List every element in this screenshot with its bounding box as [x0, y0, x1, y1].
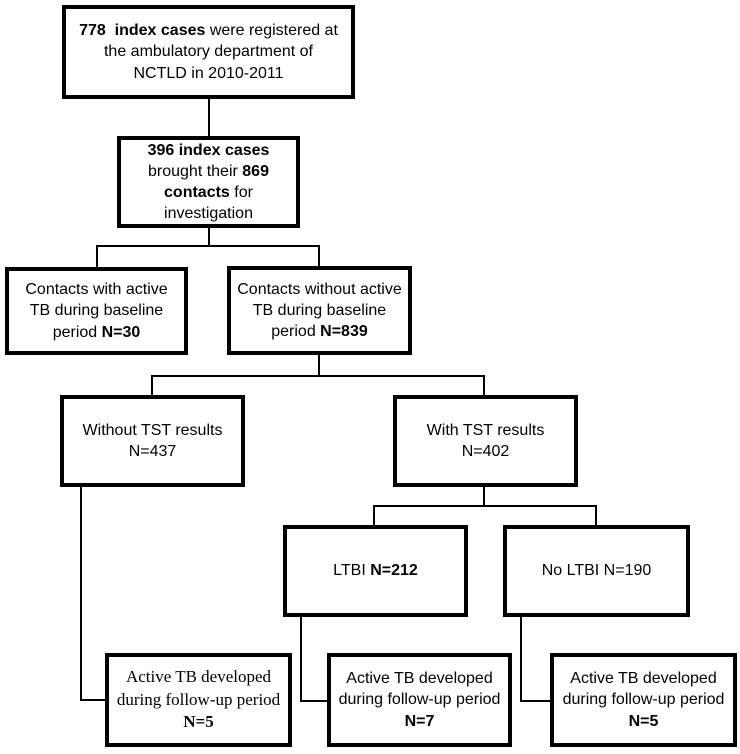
- box-ltbi: LTBI N=212: [283, 525, 468, 617]
- box-followup-without-tst: Active TB developed during follow-up per…: [105, 653, 292, 747]
- connector-without-active-stem: [318, 355, 320, 375]
- box-text-line: N=402: [461, 443, 510, 460]
- box-no-ltbi: No LTBI N=190: [503, 525, 690, 617]
- connector-registered-to-brought: [208, 99, 210, 136]
- connector-to-ltbi: [373, 505, 375, 525]
- box-contacts-without-active-tb: Contacts without active TB during baseli…: [227, 266, 412, 355]
- box-text-line: N=5: [628, 712, 659, 730]
- box-text-line: N=5: [183, 712, 214, 732]
- connector-level4-crossbar: [151, 375, 485, 377]
- connector-with-tst-stem: [483, 487, 485, 505]
- connector-ltbi-drop: [300, 617, 302, 702]
- box-without-tst-results: Without TST results N=437: [60, 395, 245, 487]
- box-text-line: during follow-up period: [562, 691, 725, 709]
- connector-no-ltbi-elbow: [520, 700, 550, 702]
- box-text-line: period N=839: [271, 323, 368, 341]
- box-text-line: LTBI N=212: [333, 562, 418, 580]
- box-text-line: N=437: [128, 443, 177, 460]
- box-text-line: the ambulatory department of: [103, 43, 313, 61]
- box-text-line: investigation: [164, 205, 253, 223]
- connector-to-with-active-tb: [96, 245, 98, 267]
- box-text-line: during follow-up period: [116, 689, 281, 709]
- box-followup-ltbi: Active TB developed during follow-up per…: [327, 653, 512, 747]
- box-text-line: Without TST results: [82, 421, 223, 439]
- box-registered-index-cases: 778 index cases were registered at the a…: [62, 5, 355, 99]
- box-text-line: TB during baseline: [252, 301, 387, 319]
- box-with-tst-results: With TST results N=402: [393, 395, 578, 487]
- box-brought-contacts: 396 index cases brought their 869 contac…: [117, 136, 300, 228]
- box-text-line: Active TB developed: [570, 670, 717, 688]
- connector-level5-crossbar: [373, 505, 597, 507]
- box-contacts-with-active-tb: Contacts with active TB during baseline …: [5, 267, 188, 355]
- box-text-line: 396 index cases: [147, 141, 270, 159]
- box-text-line: Active TB developed: [346, 670, 493, 688]
- box-text-line: during follow-up period: [338, 691, 501, 709]
- connector-level3-crossbar: [96, 245, 320, 247]
- connector-no-ltbi-drop: [520, 617, 522, 702]
- box-text-line: NCTLD in 2010-2011: [133, 64, 284, 82]
- box-text-line: With TST results: [426, 421, 545, 439]
- box-text-line: Contacts with active: [25, 281, 168, 299]
- connector-brought-stem: [208, 228, 210, 247]
- connector-to-no-ltbi: [595, 505, 597, 525]
- connector-to-without-active-tb: [318, 245, 320, 266]
- box-text-line: brought their 869: [148, 162, 269, 180]
- connector-without-tst-elbow: [80, 699, 105, 701]
- connector-ltbi-elbow: [300, 700, 327, 702]
- box-text-line: period N=30: [52, 323, 141, 341]
- connector-to-with-tst: [483, 375, 485, 395]
- box-text-line: N=7: [404, 712, 435, 730]
- box-text-line: TB during baseline: [29, 302, 164, 320]
- box-followup-no-ltbi: Active TB developed during follow-up per…: [550, 653, 737, 747]
- connector-without-tst-drop: [80, 487, 82, 701]
- connector-to-without-tst: [151, 375, 153, 395]
- box-text-line: Contacts without active: [237, 280, 402, 298]
- box-text-line: Active TB developed: [125, 667, 272, 687]
- box-text-line: 778 index cases were registered at: [79, 22, 338, 40]
- box-text-line: No LTBI N=190: [541, 562, 652, 580]
- box-text-line: contacts for: [164, 184, 253, 201]
